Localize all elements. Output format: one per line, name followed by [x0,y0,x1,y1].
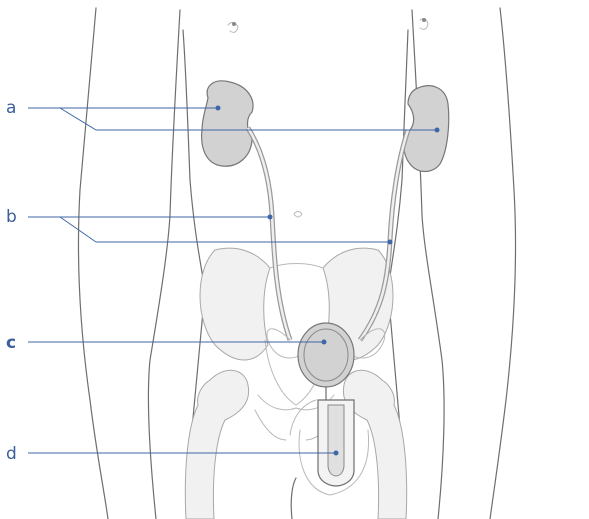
labels: a b c d [6,98,17,464]
bladder [298,323,354,387]
pointer-dot-b1 [268,215,273,220]
label-c: c [6,333,16,353]
label-b: b [6,207,17,227]
right-kidney [404,86,449,172]
pointer-dot-a2 [435,128,440,133]
pointer-dot-c [322,340,327,345]
left-kidney [202,81,253,166]
pointer-dot-d [334,451,339,456]
label-a: a [6,98,16,118]
label-d: d [6,444,17,464]
kidneys [202,81,449,172]
pointer-dot-b2 [388,240,393,245]
pointer-dot-a1 [216,106,221,111]
